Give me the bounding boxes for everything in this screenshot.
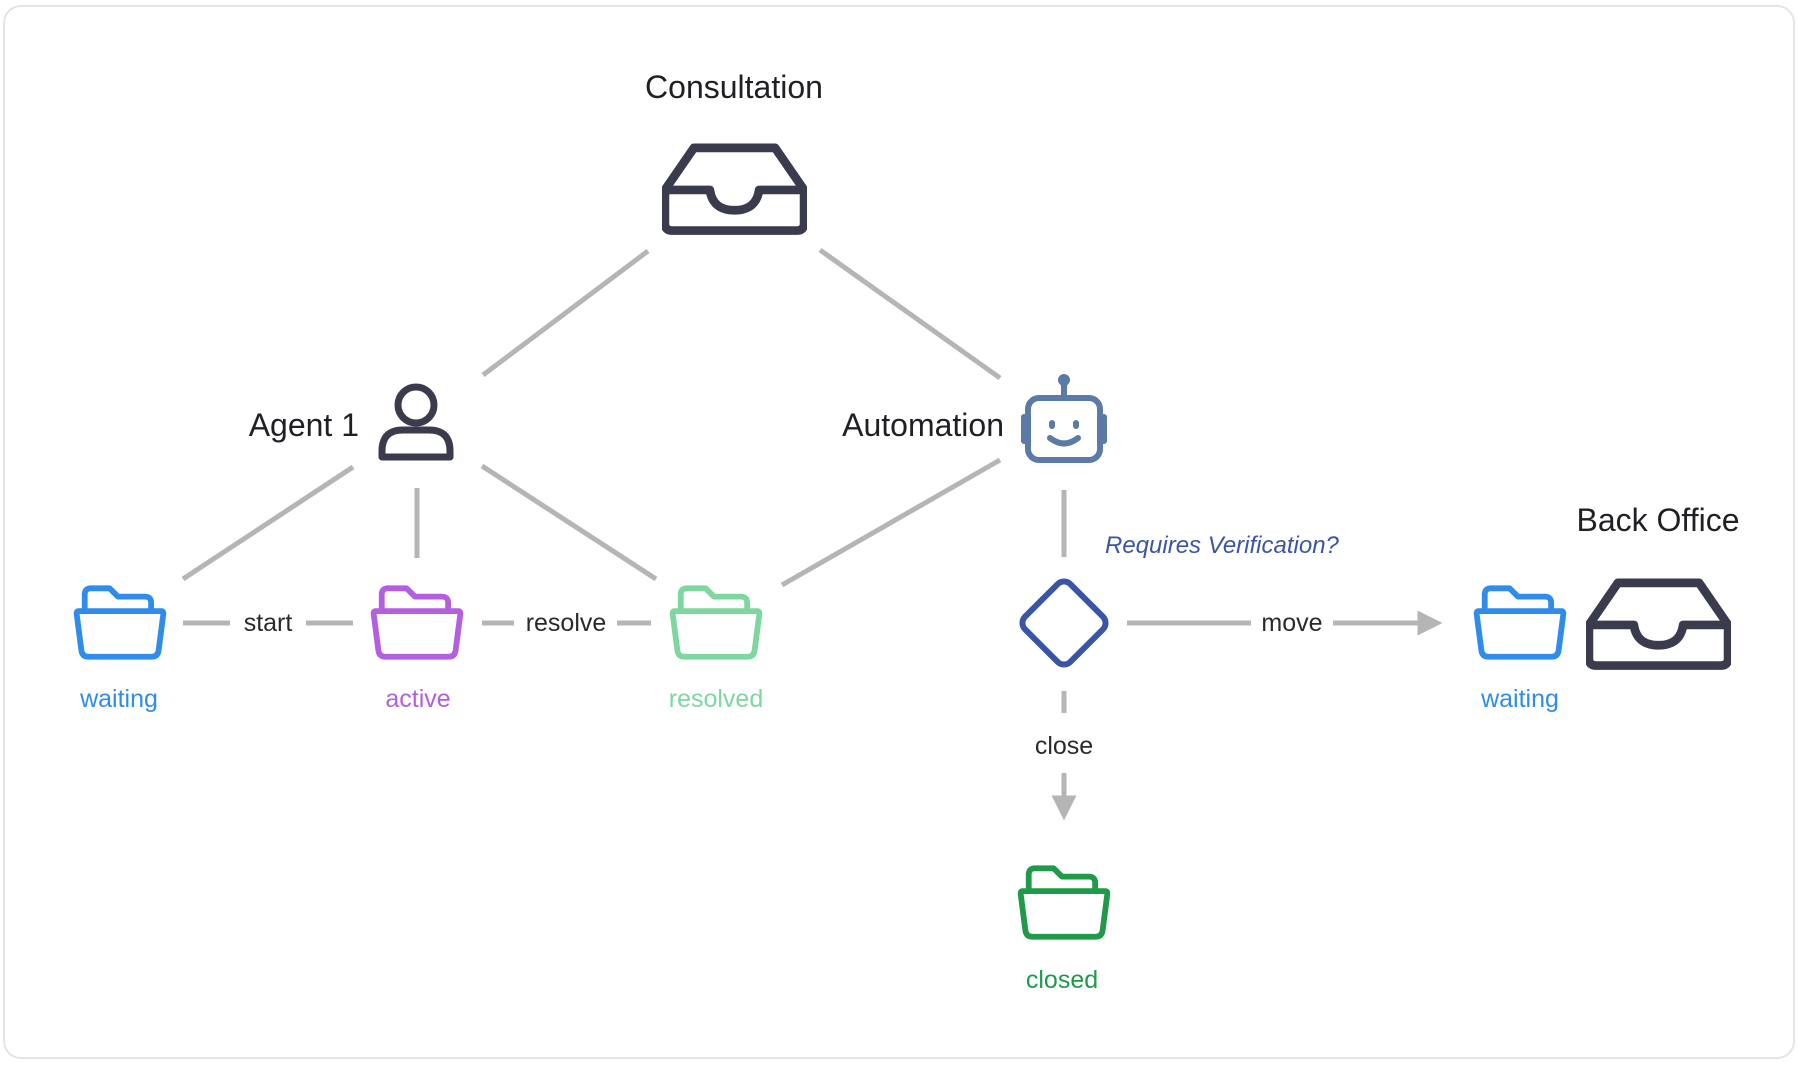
state-label-closed: closed <box>1026 966 1098 994</box>
node-consultation[interactable]: Consultation <box>645 69 823 231</box>
folder-icon <box>673 588 760 656</box>
inbox-icon <box>665 148 804 231</box>
edge-label-resolve: resolve <box>526 609 607 637</box>
edges <box>181 247 1443 821</box>
edge-consultation-automation <box>818 247 1002 381</box>
robot-icon <box>1021 374 1107 463</box>
edge-label-start: start <box>244 609 293 637</box>
diamond-icon <box>1019 578 1109 668</box>
edge-agent-waiting <box>181 464 355 582</box>
edge-agent-resolved <box>480 463 658 582</box>
agent-title: Agent 1 <box>249 407 359 443</box>
node-automation[interactable]: Automation <box>842 374 1107 463</box>
folder-icon <box>1021 868 1108 936</box>
state-label-resolved: resolved <box>669 685 764 713</box>
automation-title: Automation <box>842 407 1004 443</box>
decision-question: Requires Verification? <box>1105 532 1340 559</box>
state-label-waiting: waiting <box>79 685 158 713</box>
state-closed[interactable]: closed <box>1021 868 1108 994</box>
workflow-diagram: start resolve move close Consultation Ag… <box>5 69 1740 994</box>
folder-icon <box>374 588 461 656</box>
node-back-office[interactable]: Back Office <box>1576 502 1740 666</box>
node-decision[interactable]: Requires Verification? <box>1019 532 1340 668</box>
consultation-title: Consultation <box>645 69 823 105</box>
node-agent[interactable]: Agent 1 <box>249 383 454 461</box>
edge-automation-resolved <box>780 457 1002 588</box>
edge-labels: start resolve move close <box>244 609 1323 760</box>
edge-label-move: move <box>1261 609 1322 637</box>
state-active[interactable]: active <box>374 588 461 713</box>
diagram-frame: start resolve move close Consultation Ag… <box>3 5 1795 1059</box>
folder-icon <box>1477 588 1564 656</box>
state-waiting[interactable]: waiting <box>77 588 164 713</box>
user-icon <box>378 383 454 461</box>
state-back-office-waiting[interactable]: waiting <box>1477 588 1564 713</box>
folder-icon <box>77 588 164 656</box>
state-resolved[interactable]: resolved <box>669 588 764 713</box>
edge-label-close: close <box>1035 732 1093 760</box>
edge-consultation-agent <box>481 249 650 377</box>
state-label-back-office-waiting: waiting <box>1480 685 1559 713</box>
state-label-active: active <box>385 685 450 713</box>
back-office-title: Back Office <box>1576 502 1739 538</box>
inbox-icon <box>1589 583 1728 666</box>
